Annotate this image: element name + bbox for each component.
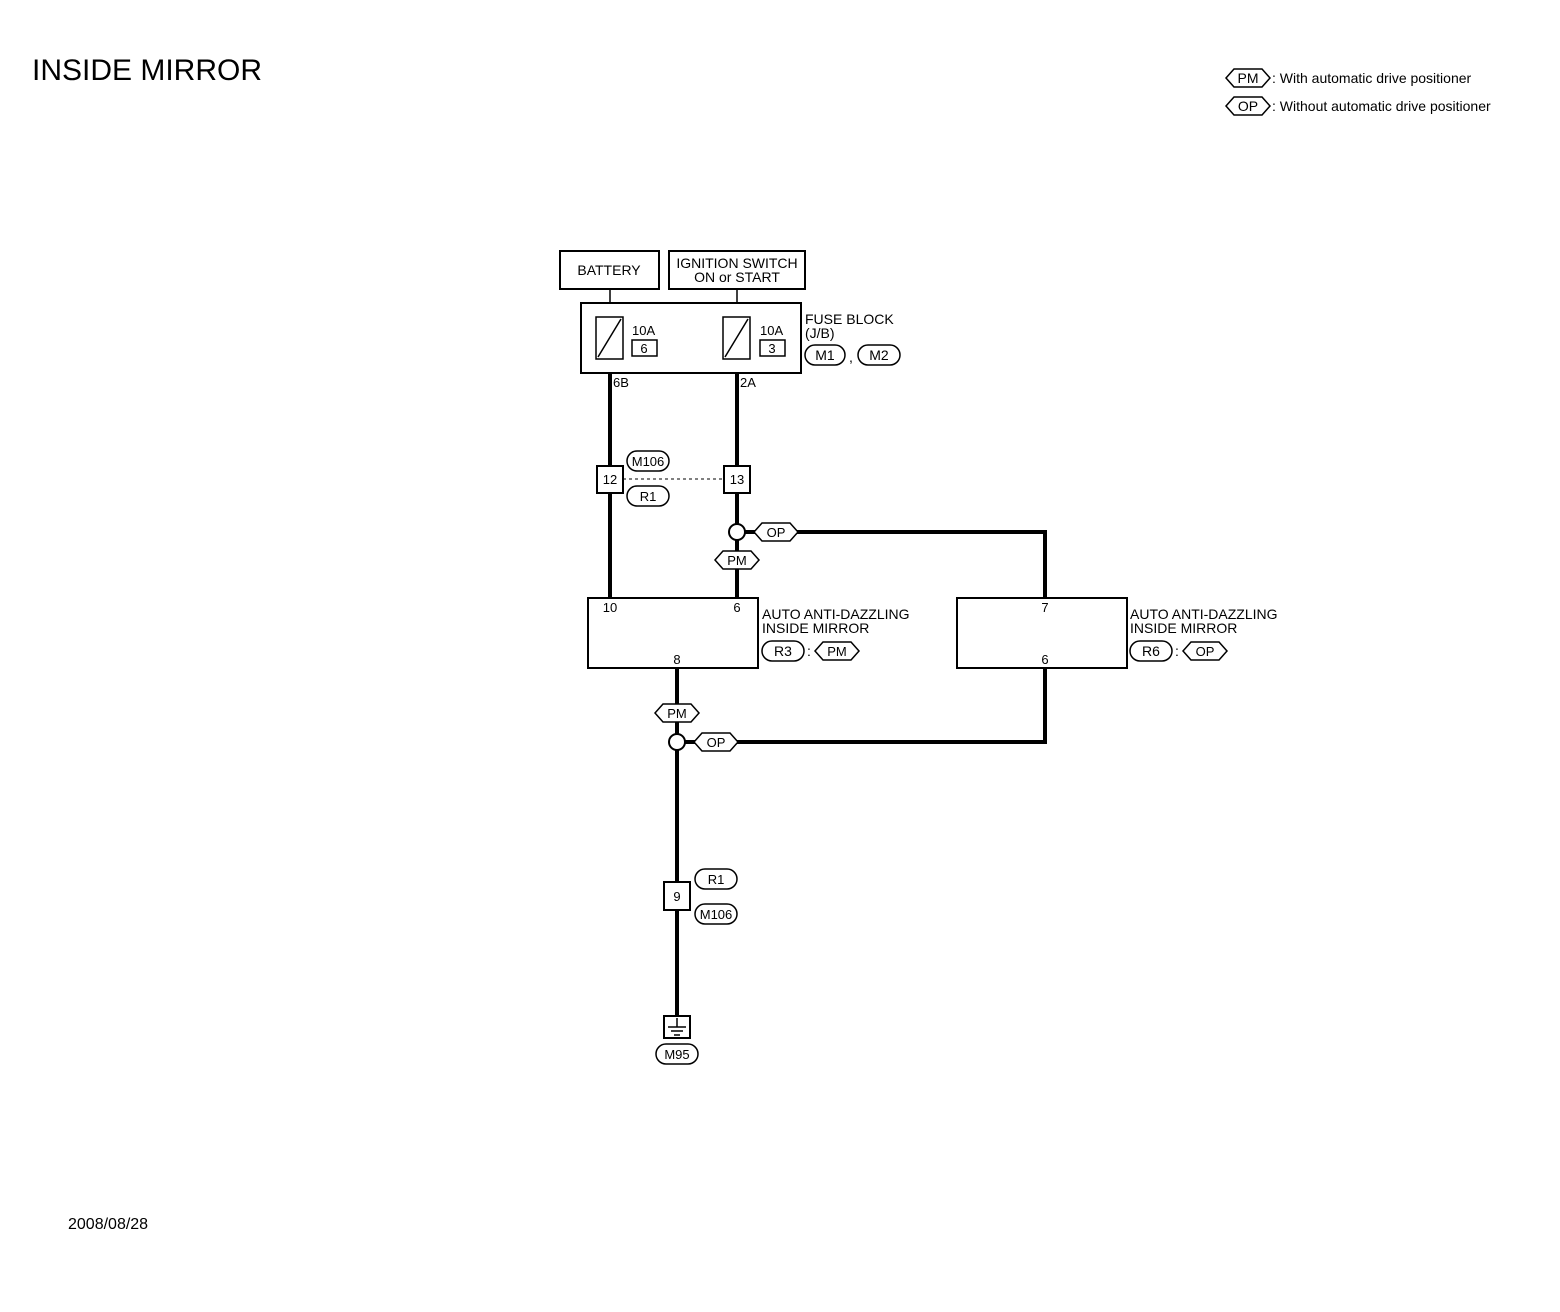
mirror-op-pin-6: 6 bbox=[1041, 652, 1048, 667]
mirror-pm: 10 6 8 AUTO ANTI-DAZZLING INSIDE MIRROR … bbox=[587, 597, 910, 669]
pm-tag-upper-shape bbox=[713, 550, 761, 570]
mirror-op-option-shape bbox=[1181, 641, 1229, 661]
wire-op-lower bbox=[683, 666, 1047, 744]
battery: BATTERY bbox=[559, 250, 660, 290]
mirror-pm-pin-8: 8 bbox=[673, 652, 680, 667]
legend-tag-op: OP bbox=[1238, 98, 1258, 114]
mirror-op-colon: : bbox=[1175, 643, 1179, 659]
ground-joint-m106-shape bbox=[694, 903, 738, 925]
legend-text-op: : Without automatic drive positioner bbox=[1272, 98, 1491, 114]
ground-joint-r1-shape bbox=[694, 868, 738, 890]
pm-tag-lower: PM bbox=[667, 706, 687, 721]
pm-tag-lower-shape bbox=[653, 703, 701, 723]
mirror-op-option: OP bbox=[1196, 644, 1215, 659]
legend-item-pm: PM : With automatic drive positioner bbox=[1224, 68, 1472, 88]
fuse-left-element bbox=[597, 318, 622, 358]
fuse-terminal-2a: 2A bbox=[740, 375, 756, 390]
joint-terminal-13-box bbox=[723, 465, 751, 494]
fuse-connector-comma: , bbox=[849, 349, 853, 365]
page-title: INSIDE MIRROR bbox=[32, 54, 262, 87]
mirror-op-name-line1: AUTO ANTI-DAZZLING bbox=[1130, 606, 1278, 622]
mirror-pm-connector-shape bbox=[761, 640, 805, 662]
joint-conn-r1: R1 bbox=[640, 489, 657, 504]
mirror-op-connector: R6 bbox=[1142, 643, 1160, 659]
fuse-right-rating: 10A bbox=[760, 323, 783, 338]
fuse-connector-m2: M2 bbox=[869, 347, 889, 363]
wires bbox=[608, 289, 1047, 1018]
battery-box bbox=[559, 250, 660, 290]
joint-terminal-12-box bbox=[596, 465, 624, 494]
mirror-op: 7 6 AUTO ANTI-DAZZLING INSIDE MIRROR R6 … bbox=[956, 597, 1278, 669]
splice-point-upper bbox=[728, 523, 746, 541]
mirror-op-name-line2: INSIDE MIRROR bbox=[1130, 620, 1237, 636]
fuse-block-label-line1: FUSE BLOCK bbox=[805, 311, 894, 327]
mirror-pm-colon: : bbox=[807, 643, 811, 659]
ground-joint-terminal: 9 bbox=[673, 889, 680, 904]
wire-op-upper bbox=[743, 530, 1047, 599]
ground-joint-r1: R1 bbox=[708, 872, 725, 887]
ignition-box bbox=[668, 250, 806, 290]
fuse-right-number-box bbox=[759, 339, 786, 357]
ground: M95 bbox=[655, 1015, 699, 1065]
mirror-op-connector-shape bbox=[1129, 640, 1173, 662]
fuse-block: 10A 6 10A 3 6B 2A FUSE BLOCK (J/B) M1 , … bbox=[580, 302, 901, 390]
fuse-connector-m1: M1 bbox=[815, 347, 835, 363]
op-tag-lower-shape bbox=[692, 732, 740, 752]
ground-joint-m106: M106 bbox=[700, 907, 733, 922]
legend-tag-pm: PM bbox=[1238, 70, 1259, 86]
ground-joint-terminal-box bbox=[663, 881, 691, 911]
op-tag-upper-shape bbox=[752, 522, 800, 542]
joint-conn-m106: M106 bbox=[632, 454, 665, 469]
legend-item-op: OP : Without automatic drive positioner bbox=[1224, 96, 1491, 116]
revision-date: 2008/08/28 bbox=[68, 1216, 148, 1233]
mirror-pm-option-shape bbox=[813, 641, 861, 661]
joint-terminal-13: 13 bbox=[730, 472, 744, 487]
battery-label: BATTERY bbox=[577, 262, 641, 278]
mirror-pm-option: PM bbox=[827, 644, 847, 659]
ignition-label-line1: IGNITION SWITCH bbox=[676, 255, 797, 271]
pm-tag-shape bbox=[1224, 68, 1272, 88]
fuse-left-rating: 10A bbox=[632, 323, 655, 338]
splice-point-lower bbox=[668, 733, 686, 751]
ignition-switch: IGNITION SWITCH ON or START bbox=[668, 250, 806, 290]
fuse-right-number: 3 bbox=[768, 341, 775, 356]
mirror-pm-box bbox=[587, 597, 759, 669]
fuse-block-label-line2: (J/B) bbox=[805, 325, 835, 341]
fuse-terminal-6b: 6B bbox=[613, 375, 629, 390]
op-tag-shape bbox=[1224, 96, 1272, 116]
mirror-pm-pin-6: 6 bbox=[733, 600, 740, 615]
joint-conn-r1-shape bbox=[626, 485, 670, 507]
joint-terminal-12: 12 bbox=[603, 472, 617, 487]
legend: PM : With automatic drive positioner OP … bbox=[1224, 68, 1491, 116]
legend-text-pm: : With automatic drive positioner bbox=[1272, 70, 1472, 86]
ground-connector-shape bbox=[655, 1043, 699, 1065]
fuse-right-element bbox=[724, 318, 749, 358]
op-tag-lower: OP bbox=[707, 735, 726, 750]
joint-conn-m106-shape bbox=[626, 450, 670, 472]
op-tag-upper: OP bbox=[767, 525, 786, 540]
fuse-connector-m1-shape bbox=[804, 344, 846, 366]
lower-splice: PM OP bbox=[653, 703, 740, 752]
ground-connector: M95 bbox=[664, 1047, 689, 1062]
mirror-pm-name-line2: INSIDE MIRROR bbox=[762, 620, 869, 636]
mirror-pm-name-line1: AUTO ANTI-DAZZLING bbox=[762, 606, 910, 622]
mirror-op-pin-7: 7 bbox=[1041, 600, 1048, 615]
mirror-pm-connector: R3 bbox=[774, 643, 792, 659]
ignition-label-line2: ON or START bbox=[694, 269, 780, 285]
fuse-left-number: 6 bbox=[640, 341, 647, 356]
mirror-pm-pin-10: 10 bbox=[603, 600, 617, 615]
joint-connector: 12 13 M106 R1 bbox=[596, 450, 751, 507]
fuse-connector-m2-shape bbox=[857, 344, 901, 366]
pm-tag-upper: PM bbox=[727, 553, 747, 568]
mirror-op-box bbox=[956, 597, 1128, 669]
upper-splice: OP PM bbox=[713, 522, 800, 570]
fuse-left-number-box bbox=[631, 339, 658, 357]
ground-joint: 9 R1 M106 bbox=[663, 868, 738, 925]
